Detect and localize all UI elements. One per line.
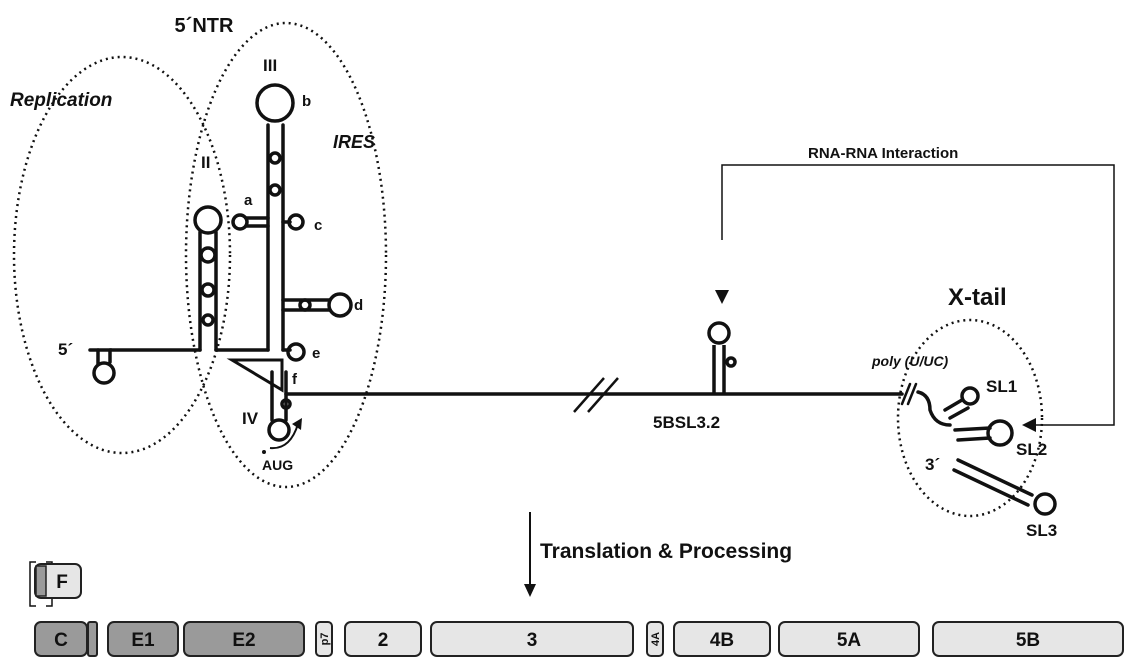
protein-label-5b: 5B: [1016, 630, 1040, 651]
polyprotein-map: C E1 E2 p7 2 3 4A 4B 5A 5B: [35, 622, 1123, 656]
protein-label-p7: p7: [319, 633, 331, 646]
protein-label-3: 3: [527, 630, 538, 651]
sl1-label: SL1: [986, 377, 1017, 396]
replication-label: Replication: [10, 90, 112, 111]
domain-iii-label: III: [263, 56, 277, 75]
aug-arrow: [270, 424, 298, 448]
protein-label-4b: 4B: [710, 630, 734, 651]
poly-label: poly (U/UC): [871, 353, 949, 369]
translation-arrowhead: [524, 584, 536, 597]
subdomain-a-label: a: [244, 192, 253, 209]
aug-label: AUG: [262, 457, 293, 473]
interaction-arrow: [715, 165, 1114, 432]
subdomain-e-label: e: [312, 345, 320, 362]
interaction-label: RNA-RNA Interaction: [808, 145, 958, 162]
sl3-label: SL3: [1026, 521, 1057, 540]
replication-region-outline: [14, 57, 230, 453]
f-protein-marker: [36, 566, 46, 596]
domain-iv-label: IV: [242, 409, 259, 428]
five-prime-label: 5´: [58, 340, 73, 359]
translation-label: Translation & Processing: [540, 540, 792, 563]
xtail-label: X-tail: [948, 284, 1007, 311]
domain-ii-label: II: [201, 153, 210, 172]
xtail-region-outline: [898, 320, 1042, 516]
protein-label-5a: 5A: [837, 630, 862, 651]
subdomain-f-label: f: [292, 371, 298, 388]
protein-label-4a: 4A: [650, 632, 662, 646]
subdomain-d-label: d: [354, 297, 363, 314]
ires-label: IRES: [333, 132, 375, 152]
sl2-label: SL2: [1016, 440, 1047, 459]
title-5ntr: 5´NTR: [175, 15, 234, 37]
subdomain-b-label: b: [302, 93, 311, 110]
subdomain-c-label: c: [314, 217, 322, 234]
protein-label-c: C: [54, 630, 68, 651]
protein-label-2: 2: [378, 630, 389, 651]
three-prime-label: 3´: [925, 455, 940, 474]
element-label: 5BSL3.2: [653, 413, 720, 432]
protein-label-e2: E2: [232, 630, 255, 651]
f-protein-label: F: [56, 572, 68, 593]
f-protein: F: [30, 562, 81, 606]
five-bsl32-hairpin: [709, 323, 735, 394]
aug-dot: [262, 450, 266, 454]
protein-box-c-extension: [88, 622, 97, 656]
protein-label-e1: E1: [131, 630, 155, 651]
five-ntr-structure: [90, 85, 902, 440]
